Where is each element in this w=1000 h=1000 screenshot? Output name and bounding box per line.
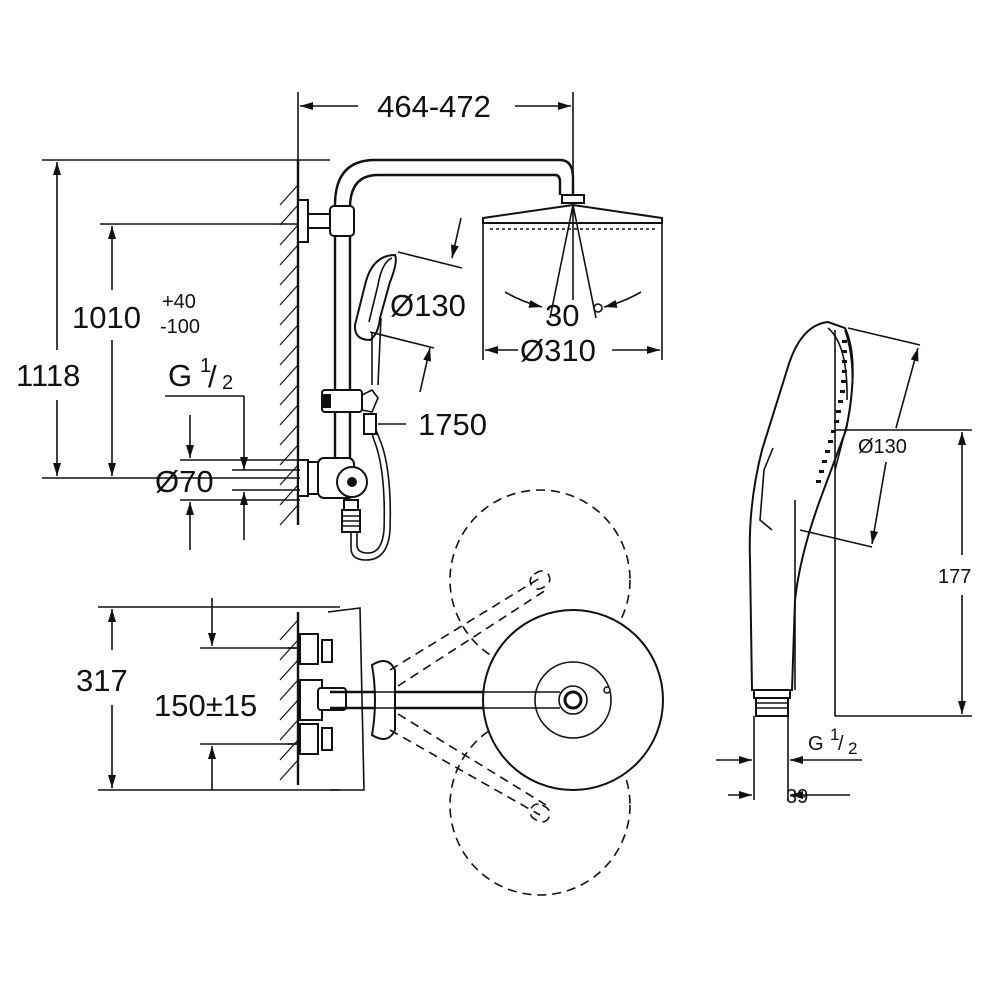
hand-width-label: 39 [786,786,808,808]
inlet-thread-g: G [168,358,192,393]
hand-dia-label: Ø130 [390,288,466,323]
inlet-spacing-label: 150±15 [154,688,257,723]
dimension-inlet-thread: G 1 / 2 [165,355,300,540]
dimension-hand-dia-side: Ø130 [799,327,921,548]
head-angle-label: 30 [545,298,579,333]
svg-text:/: / [838,733,844,755]
bar-height-label: 1010 [72,300,141,335]
arm-length-label: 464-472 [377,89,491,124]
hand-dia-side-label: Ø130 [858,436,907,458]
bar-tol-plus: +40 [162,291,196,313]
dimension-hand-dia: Ø130 [369,217,466,393]
bar-tol-minus: -100 [160,316,200,338]
dimension-rosette: Ø70 [155,415,300,550]
svg-text:/: / [208,359,217,394]
dimension-hand-width: 39 [728,786,850,808]
total-height-label: 1118 [16,358,80,393]
inlet-thread-num: 1 [200,355,211,377]
dimension-hose: 1750 [378,407,487,442]
head-top [330,609,664,791]
hand-thread-den: 2 [848,739,857,758]
head-dia-label: Ø310 [520,333,596,368]
hand-length-label: 177 [938,566,971,588]
hose-length-label: 1750 [418,407,487,442]
inlet-thread-den: 2 [222,372,233,394]
head-shower: 30 [482,194,663,360]
top-view: 317 150±15 [76,489,664,896]
dimension-inlet-spacing: 150±15 [154,598,300,790]
dimension-depth: 317 [76,606,340,791]
dimension-hand-thread: G 1 / 2 [716,716,862,800]
mixer-top [288,607,365,791]
wall-hatch-top [279,612,300,785]
shower-column [297,158,575,561]
rosette-dia-label: Ø70 [155,464,214,499]
hand-thread-g: G [808,733,824,755]
depth-label: 317 [76,663,128,698]
hand-thread-num: 1 [830,725,839,744]
dimension-total-height: 1118 [16,159,330,479]
dimension-bar-height: 1010 +40 -100 [72,223,298,476]
dimension-head-dia: Ø310 [485,333,660,368]
hand-shower-side: Ø130 177 G 1 / 2 39 [716,320,972,808]
front-view: 464-472 [16,89,663,561]
hand-shower-front [353,253,397,386]
dimension-hand-length: 177 [834,330,972,717]
dimension-arm-length: 464-472 [297,89,574,190]
